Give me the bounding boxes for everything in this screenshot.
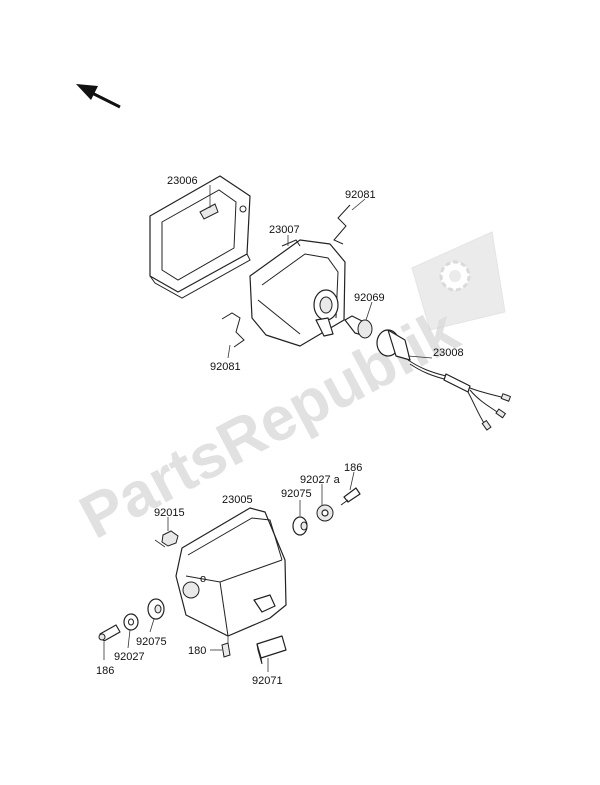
washer-left-part — [123, 613, 139, 631]
label-92069: 92069 — [354, 292, 385, 304]
label-23007: 23007 — [269, 224, 300, 236]
collar-right-part — [316, 504, 334, 522]
headlight-cover-part: o — [175, 507, 287, 637]
socket-wiring-part — [376, 329, 512, 431]
label-23006: 23006 — [167, 175, 198, 187]
direction-arrow-icon — [76, 84, 121, 109]
nut-part — [161, 530, 179, 547]
label-92027a: 92027 a — [300, 474, 341, 486]
bulb-part — [344, 315, 373, 339]
gear-flag-icon — [411, 231, 506, 331]
rubber-pad-part — [256, 635, 287, 665]
label-92081-left: 92081 — [210, 361, 241, 373]
part-labels: 23006 92081 23007 92069 92081 23008 186 … — [96, 175, 464, 687]
headlight-unit-part — [249, 239, 346, 347]
label-23008: 23008 — [433, 347, 464, 359]
label-92071: 92071 — [252, 675, 283, 687]
grommet-right-part — [292, 516, 308, 536]
label-92081-top: 92081 — [345, 189, 376, 201]
label-23005: 23005 — [222, 494, 253, 506]
spring-clip-top-part — [333, 204, 351, 245]
label-92015: 92015 — [154, 507, 185, 519]
bolt-left-part — [98, 624, 121, 642]
grommet-left-part — [147, 598, 165, 620]
bolt-right-part — [340, 487, 361, 506]
label-186-right: 186 — [344, 462, 362, 474]
screw-part — [221, 642, 231, 658]
label-92075-right: 92075 — [281, 488, 312, 500]
label-180: 180 — [188, 645, 206, 657]
svg-text:o: o — [200, 573, 206, 585]
label-92027: 92027 — [114, 651, 145, 663]
label-186-left: 186 — [96, 665, 114, 677]
label-92075-left: 92075 — [136, 636, 167, 648]
spring-clip-left-part — [221, 312, 245, 348]
leader-lines — [103, 185, 433, 672]
rim-frame-part — [149, 175, 251, 299]
